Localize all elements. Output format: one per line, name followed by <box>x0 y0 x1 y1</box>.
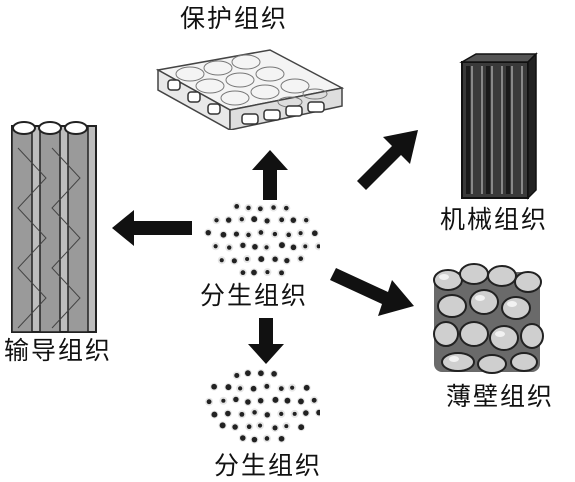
protective-tissue-image <box>155 49 345 130</box>
arrow-to-parenchyma <box>330 268 414 316</box>
arrow-to-meristem-bottom <box>248 318 284 364</box>
label-meristem-center: 分生组织 <box>200 281 309 310</box>
meristem-center-image <box>204 202 320 277</box>
arrow-to-protective <box>252 150 288 200</box>
label-vascular-tissue: 输导组织 <box>4 336 113 365</box>
label-parenchyma-tissue: 薄壁组织 <box>446 382 555 411</box>
label-protective-tissue: 保护组织 <box>180 4 289 33</box>
meristem-bottom-image <box>205 369 320 444</box>
mechanical-tissue-image <box>459 52 538 200</box>
parenchyma-tissue-image <box>433 263 544 374</box>
vascular-tissue-image <box>11 121 97 333</box>
arrow-to-mechanical <box>357 130 418 190</box>
label-mechanical-tissue: 机械组织 <box>440 205 549 234</box>
label-meristem-bottom: 分生组织 <box>214 451 323 480</box>
arrow-to-vascular <box>112 210 192 246</box>
